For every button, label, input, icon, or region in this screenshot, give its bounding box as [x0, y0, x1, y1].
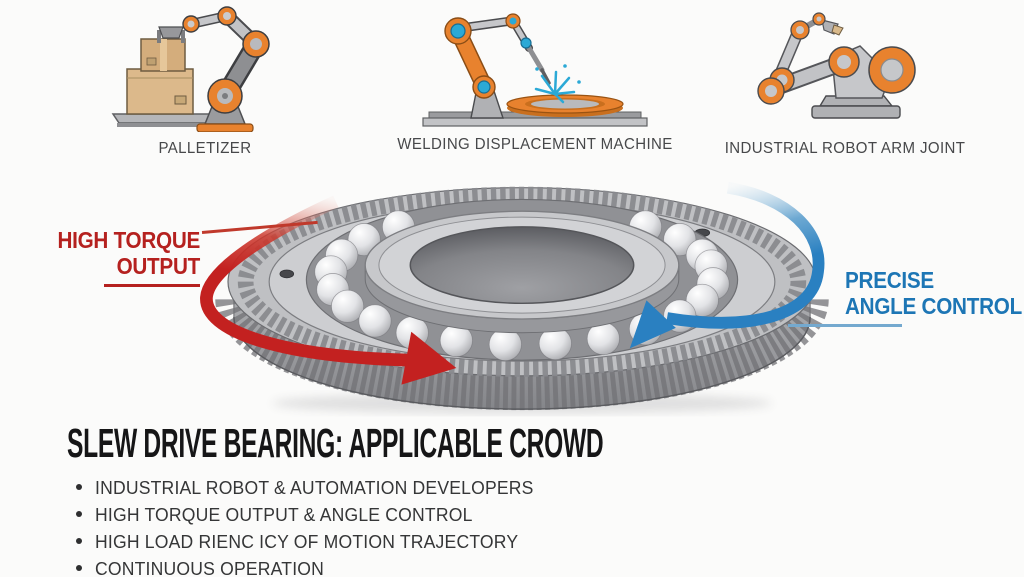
palletizer-label: PALLETIZER	[158, 140, 252, 157]
high-torque-line1: HIGH TORQUE	[57, 227, 201, 253]
section-title: SLEW DRIVE BEARING: APPLICABLE CROWD	[67, 420, 604, 466]
precise-angle-line2: ANGLE CONTROL	[845, 293, 1022, 319]
red-torque-arrow	[200, 195, 409, 367]
application-welding-machine: WELDING DISPLACEMENT MACHINE	[397, 6, 672, 154]
list-item: HIGH TORQUE OUTPUT & ANGLE CONTROL	[76, 504, 557, 531]
high-torque-callout: HIGH TORQUE OUTPUT	[57, 227, 200, 279]
list-item: CONTINUOUS OPERATION	[76, 558, 557, 577]
robot-arm-joint-label: INDUSTRIAL ROBOT ARM JOINT	[724, 140, 966, 157]
bullet-dot-icon	[76, 538, 82, 544]
welding-sparks-icon	[534, 70, 576, 104]
palletizer-robot-icon	[111, 6, 270, 132]
bullet-text: INDUSTRIAL ROBOT & AUTOMATION DEVELOPERS	[95, 477, 534, 498]
blue-leader-line	[788, 324, 902, 327]
precise-angle-line1: PRECISE	[845, 267, 934, 293]
red-torque-arrowhead	[401, 331, 457, 385]
bullet-text: HIGH TORQUE OUTPUT & ANGLE CONTROL	[95, 504, 473, 525]
gear-teeth-top	[237, 186, 807, 377]
high-torque-line2: OUTPUT	[116, 253, 201, 279]
blue-angle-arrowhead	[629, 300, 676, 349]
robot-arm-joint-icon	[757, 12, 916, 119]
bearing-bore	[409, 226, 635, 305]
precise-angle-callout: PRECISE ANGLE CONTROL	[845, 267, 1022, 319]
gear-teeth-side	[215, 298, 829, 411]
application-robot-arm-joint: INDUSTRIAL ROBOT ARM JOINT	[715, 6, 975, 158]
bullet-dot-icon	[76, 484, 82, 490]
welding-machine-icon	[422, 13, 648, 127]
list-item: INDUSTRIAL ROBOT & AUTOMATION DEVELOPERS	[76, 477, 557, 504]
bullet-text: HIGH LOAD RIENC ICY OF MOTION TRAJECTORY	[95, 531, 519, 552]
red-callout-underline	[104, 284, 200, 287]
application-palletizer: PALLETIZER	[95, 6, 315, 158]
list-item: HIGH LOAD RIENC ICY OF MOTION TRAJECTORY	[76, 531, 557, 558]
welding-machine-label: WELDING DISPLACEMENT MACHINE	[397, 136, 673, 153]
bullet-dot-icon	[76, 565, 82, 571]
slew-bearing-illustration	[200, 181, 829, 415]
bullet-dot-icon	[76, 511, 82, 517]
applicable-crowd-list: INDUSTRIAL ROBOT & AUTOMATION DEVELOPERS…	[76, 477, 557, 577]
bullet-text: CONTINUOUS OPERATION	[95, 558, 325, 577]
blue-angle-arrow	[666, 181, 825, 329]
